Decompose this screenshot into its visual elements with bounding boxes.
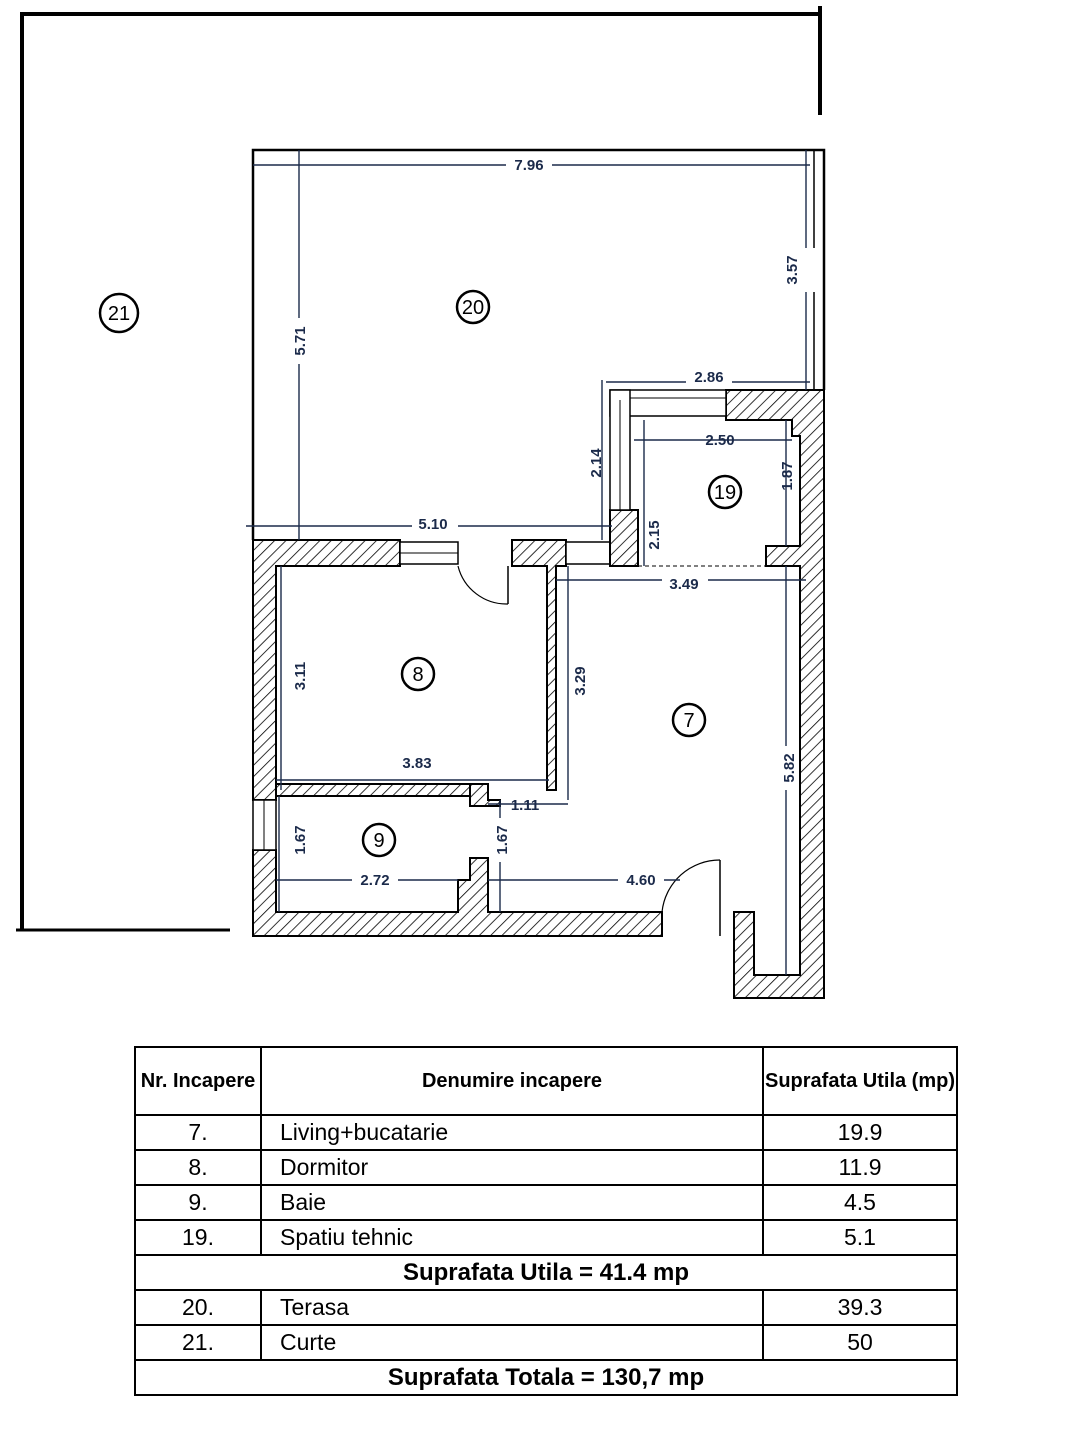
floor-plan: 7.96 5.71 3.57 2.86 2.50 2.14 1.87 2.15 …: [16, 6, 826, 999]
room-name: Terasa: [260, 1289, 764, 1326]
useful-area-subtotal: Suprafata Utila = 41.4 mp: [134, 1254, 958, 1291]
room-number: 7.: [134, 1114, 262, 1151]
dim-1-87: 1.87: [779, 461, 796, 490]
room-number: 9.: [134, 1184, 262, 1221]
room-area: 19.9: [762, 1114, 958, 1151]
dim-7-96: 7.96: [514, 157, 543, 174]
room-label-21: 21: [108, 303, 130, 325]
dim-3-83: 3.83: [402, 755, 431, 772]
dim-4-60: 4.60: [626, 872, 655, 889]
room-number: 19.: [134, 1219, 262, 1256]
room-area-table: Nr. Incapere Denumire incapere Suprafata…: [134, 1046, 958, 1396]
walls: [252, 389, 825, 999]
table-row: 19. Spatiu tehnic 5.1: [134, 1219, 958, 1256]
table-header-row: Nr. Incapere Denumire incapere Suprafata…: [134, 1046, 958, 1116]
room-number: 20.: [134, 1289, 262, 1326]
room-markers: 21 20 19 8 7 9: [98, 289, 743, 858]
table-row: 7. Living+bucatarie 19.9: [134, 1114, 958, 1151]
room-name: Living+bucatarie: [260, 1114, 764, 1151]
table-row: 21. Curte 50: [134, 1324, 958, 1361]
room-area: 50: [762, 1324, 958, 1361]
dim-2-86: 2.86: [694, 369, 723, 386]
room-label-8: 8: [412, 664, 423, 686]
subtotal-row: Suprafata Utila = 41.4 mp: [134, 1254, 958, 1291]
dim-3-11: 3.11: [292, 662, 309, 690]
dim-3-57: 3.57: [784, 255, 801, 284]
dim-1-11: 1.11: [511, 797, 539, 814]
dim-2-50: 2.50: [705, 432, 734, 449]
table-row: 20. Terasa 39.3: [134, 1289, 958, 1326]
room-label-9: 9: [373, 830, 384, 852]
dim-5-10: 5.10: [418, 516, 447, 533]
room-area: 11.9: [762, 1149, 958, 1186]
header-room-number: Nr. Incapere: [134, 1046, 262, 1116]
dim-2-15: 2.15: [646, 520, 663, 549]
total-row: Suprafata Totala = 130,7 mp: [134, 1359, 958, 1396]
room-number: 8.: [134, 1149, 262, 1186]
table-row: 9. Baie 4.5: [134, 1184, 958, 1221]
room-area: 5.1: [762, 1219, 958, 1256]
room-label-20: 20: [462, 297, 484, 319]
dim-2-72: 2.72: [360, 872, 389, 889]
room-area: 39.3: [762, 1289, 958, 1326]
room-label-7: 7: [683, 710, 694, 732]
room-name: Curte: [260, 1324, 764, 1361]
dim-3-49: 3.49: [669, 576, 698, 593]
total-area: Suprafata Totala = 130,7 mp: [134, 1359, 958, 1396]
dim-2-14: 2.14: [588, 448, 605, 478]
room-area: 4.5: [762, 1184, 958, 1221]
room-label-19: 19: [714, 482, 736, 504]
room-name: Baie: [260, 1184, 764, 1221]
room-name: Spatiu tehnic: [260, 1219, 764, 1256]
room-name: Dormitor: [260, 1149, 764, 1186]
table-row: 8. Dormitor 11.9: [134, 1149, 958, 1186]
dim-5-71: 5.71: [292, 326, 309, 355]
header-useful-area: Suprafata Utila (mp): [762, 1046, 958, 1116]
dim-1-67-right: 1.67: [494, 825, 511, 854]
courtyard-boundary: [16, 6, 822, 932]
dim-5-82: 5.82: [781, 753, 798, 782]
doors: [457, 565, 766, 936]
dim-3-29: 3.29: [572, 666, 589, 695]
room-number: 21.: [134, 1324, 262, 1361]
header-room-name: Denumire incapere: [260, 1046, 764, 1116]
dimension-labels: 7.96 5.71 3.57 2.86 2.50 2.14 1.87 2.15 …: [290, 156, 815, 889]
dim-1-67-left: 1.67: [292, 825, 309, 854]
